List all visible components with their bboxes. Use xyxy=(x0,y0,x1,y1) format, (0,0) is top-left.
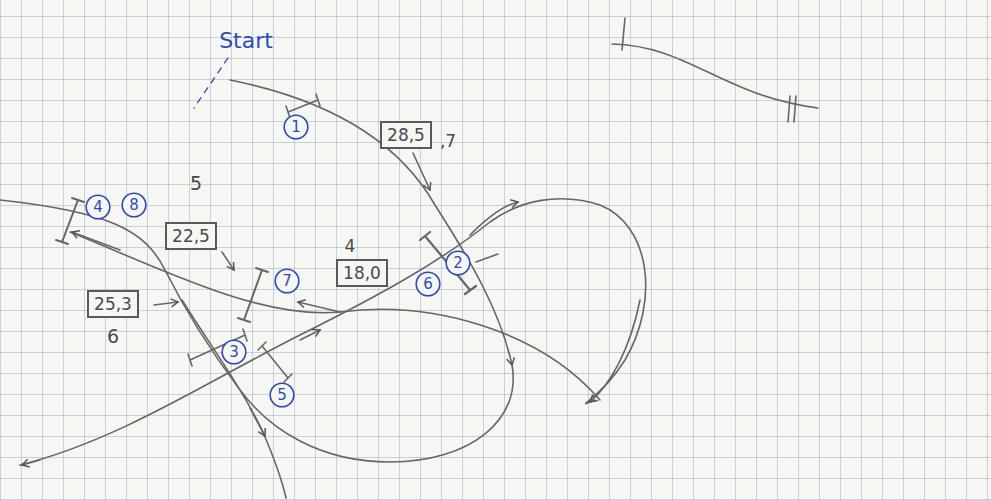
sketch-curve xyxy=(612,44,818,108)
track-line xyxy=(20,199,646,465)
track-line xyxy=(250,408,265,436)
callout-number: 7 xyxy=(274,268,300,294)
callout-circle: 3 xyxy=(221,339,247,365)
note-label: 5 xyxy=(190,172,202,194)
track-line xyxy=(590,300,640,402)
track-line xyxy=(72,232,120,250)
note-label: 6 xyxy=(107,325,119,347)
sketch-tick xyxy=(622,18,796,122)
gate-marker xyxy=(56,198,84,244)
gate-marker xyxy=(286,94,320,118)
callout-circle: 8 xyxy=(121,192,147,218)
value-text: 22,5 xyxy=(167,224,215,248)
leader-line xyxy=(413,153,430,190)
track-line xyxy=(70,232,600,400)
value-text: 18,0 xyxy=(338,261,386,285)
callout-circle: 1 xyxy=(283,114,309,140)
callout-circle: 6 xyxy=(415,271,441,297)
note-label: ,7 xyxy=(440,131,456,151)
callout-number: 4 xyxy=(85,194,111,220)
callout-circle: 4 xyxy=(85,194,111,220)
gate-marker xyxy=(258,342,292,382)
value-box: 22,5 xyxy=(165,222,217,250)
track-line xyxy=(0,200,513,462)
callout-number: 3 xyxy=(221,339,247,365)
value-box: 25,3 xyxy=(87,290,139,318)
callout-number: 5 xyxy=(269,382,295,408)
callout-circle: 7 xyxy=(274,268,300,294)
callout-number: 6 xyxy=(415,271,441,297)
gate-marker xyxy=(476,254,498,262)
callout-number: 2 xyxy=(445,250,471,276)
callout-number: 8 xyxy=(121,192,147,218)
gate-marker xyxy=(238,268,268,322)
callout-number: 1 xyxy=(283,114,309,140)
value-box: 18,0 xyxy=(336,259,388,287)
leader-line xyxy=(154,302,178,305)
value-text: 28,5 xyxy=(382,123,430,147)
value-text: 25,3 xyxy=(89,292,137,316)
callout-circle: 2 xyxy=(445,250,471,276)
leader-line xyxy=(222,252,234,270)
track-line xyxy=(298,302,340,312)
track-line xyxy=(22,460,40,465)
track-line xyxy=(470,202,518,235)
callout-circle: 5 xyxy=(269,382,295,408)
start-line xyxy=(194,58,228,108)
track-line xyxy=(300,330,320,340)
start-label: Start xyxy=(219,28,273,53)
gate-marker xyxy=(188,329,247,366)
note-label: 4 xyxy=(345,236,356,256)
value-box: 28,5 xyxy=(380,121,432,149)
